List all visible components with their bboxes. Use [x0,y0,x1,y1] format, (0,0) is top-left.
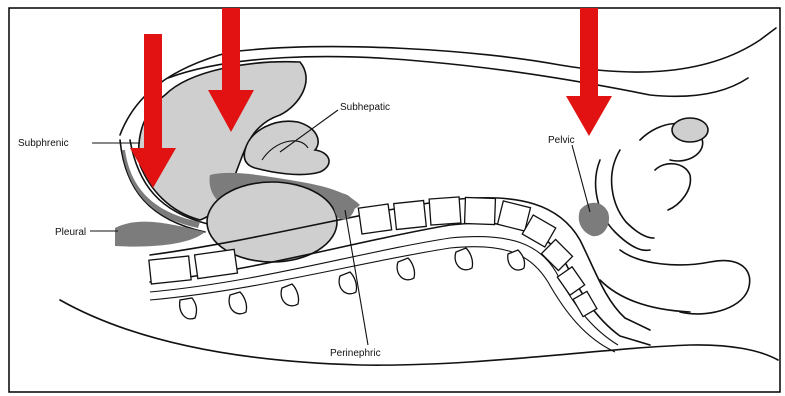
label-pelvic: Pelvic [548,135,575,146]
label-pleural: Pleural [55,227,86,238]
label-subhepatic: Subhepatic [340,102,390,113]
label-perinephric: Perinephric [330,348,381,359]
figure-frame [9,8,780,392]
label-subphrenic: Subphrenic [18,138,69,149]
